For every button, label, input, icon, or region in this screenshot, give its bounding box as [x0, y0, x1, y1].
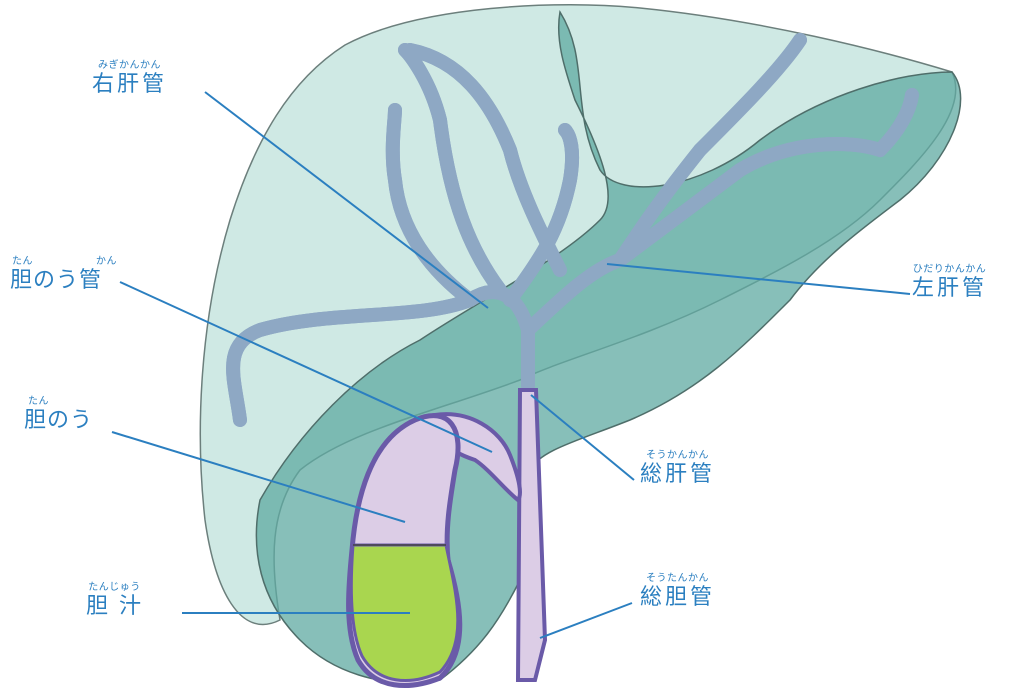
ruby-right-hepatic-duct: みぎかんかん — [92, 60, 167, 72]
text-common-bile-duct: 総胆管 — [640, 585, 715, 611]
text-bile: 胆 汁 — [86, 594, 143, 620]
text-common-hepatic-duct: 総肝管 — [640, 462, 715, 488]
ruby-cystic-duct-b: かん — [96, 256, 117, 268]
ruby-row-cystic-duct: たん かん — [10, 256, 102, 268]
text-right-hepatic-duct: 右肝管 — [92, 72, 167, 98]
ruby-bile: たんじゅう — [86, 582, 143, 594]
ruby-cystic-duct-a: たん — [12, 256, 33, 268]
ruby-gallbladder: たん — [24, 396, 93, 408]
leader-common-bile — [540, 603, 632, 638]
text-cystic-duct: 胆のう管 — [10, 268, 102, 294]
text-left-hepatic-duct: 左肝管 — [912, 276, 987, 302]
label-gallbladder: たん 胆のう — [24, 396, 93, 434]
label-right-hepatic-duct: みぎかんかん 右肝管 — [92, 60, 167, 98]
label-common-hepatic-duct: そうかんかん 総肝管 — [640, 450, 715, 488]
ruby-common-bile-duct: そうたんかん — [640, 573, 715, 585]
label-cystic-duct: たん かん 胆のう管 — [10, 256, 102, 294]
label-left-hepatic-duct: ひだりかんかん 左肝管 — [912, 264, 987, 302]
ruby-common-hepatic-duct: そうかんかん — [640, 450, 715, 462]
text-gallbladder: 胆のう — [24, 408, 93, 434]
label-common-bile-duct: そうたんかん 総胆管 — [640, 573, 715, 611]
ruby-left-hepatic-duct: ひだりかんかん — [912, 264, 987, 276]
label-bile: たんじゅう 胆 汁 — [86, 582, 143, 620]
